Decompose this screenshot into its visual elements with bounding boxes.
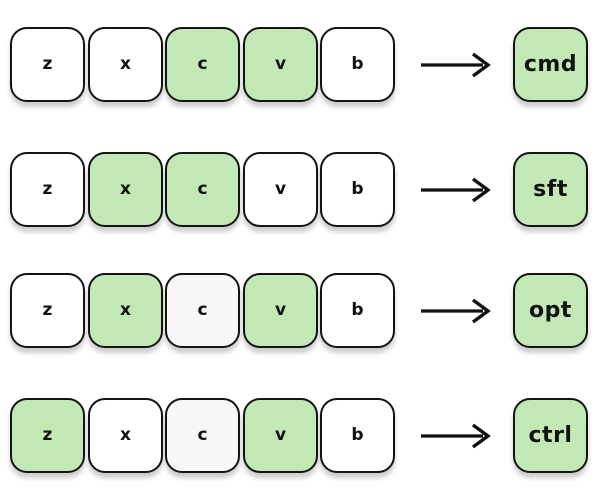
combo-row-sft: z x c v b sft (0, 152, 602, 227)
key-label: b (351, 425, 364, 445)
key-label: c (197, 54, 208, 74)
arrow-right-icon (421, 52, 491, 78)
key-v: v (243, 152, 318, 227)
key-v: v (243, 273, 318, 348)
arrow-right-icon (421, 298, 491, 324)
modifier-label: opt (529, 297, 572, 323)
key-x: x (88, 152, 163, 227)
key-cmd: cmd (513, 27, 588, 102)
key-ctrl: ctrl (513, 398, 588, 473)
key-label: v (274, 300, 287, 320)
key-label: x (120, 54, 131, 74)
key-label: c (197, 300, 208, 320)
arrow-right-icon (421, 423, 491, 449)
combo-row-cmd: z x c v b cmd (0, 27, 602, 102)
key-label: z (42, 300, 53, 320)
modifier-label: cmd (523, 51, 578, 77)
key-b: b (320, 273, 395, 348)
key-z: z (10, 398, 85, 473)
key-label: x (120, 300, 131, 320)
key-label: b (351, 179, 364, 199)
combo-row-ctrl: z x c v b ctrl (0, 398, 602, 473)
key-z: z (10, 273, 85, 348)
key-c: c (165, 273, 240, 348)
key-label: v (274, 425, 287, 445)
key-b: b (320, 27, 395, 102)
key-x: x (88, 398, 163, 473)
modifier-label: sft (533, 176, 568, 202)
key-z: z (10, 152, 85, 227)
key-c: c (165, 398, 240, 473)
arrow-right-icon (421, 177, 491, 203)
key-opt: opt (513, 273, 588, 348)
key-label: x (120, 425, 131, 445)
key-label: x (120, 179, 131, 199)
key-label: z (42, 54, 53, 74)
key-x: x (88, 27, 163, 102)
key-label: v (274, 179, 287, 199)
key-x: x (88, 273, 163, 348)
key-label: c (197, 179, 208, 199)
key-label: z (42, 179, 53, 199)
key-label: z (42, 425, 53, 445)
combo-row-opt: z x c v b opt (0, 273, 602, 348)
key-v: v (243, 27, 318, 102)
key-v: v (243, 398, 318, 473)
key-label: c (197, 425, 208, 445)
key-b: b (320, 152, 395, 227)
key-label: b (351, 54, 364, 74)
key-sft: sft (513, 152, 588, 227)
modifier-label: ctrl (528, 422, 573, 448)
key-label: b (351, 300, 364, 320)
key-c: c (165, 152, 240, 227)
key-z: z (10, 27, 85, 102)
key-label: v (274, 54, 287, 74)
key-b: b (320, 398, 395, 473)
key-c: c (165, 27, 240, 102)
